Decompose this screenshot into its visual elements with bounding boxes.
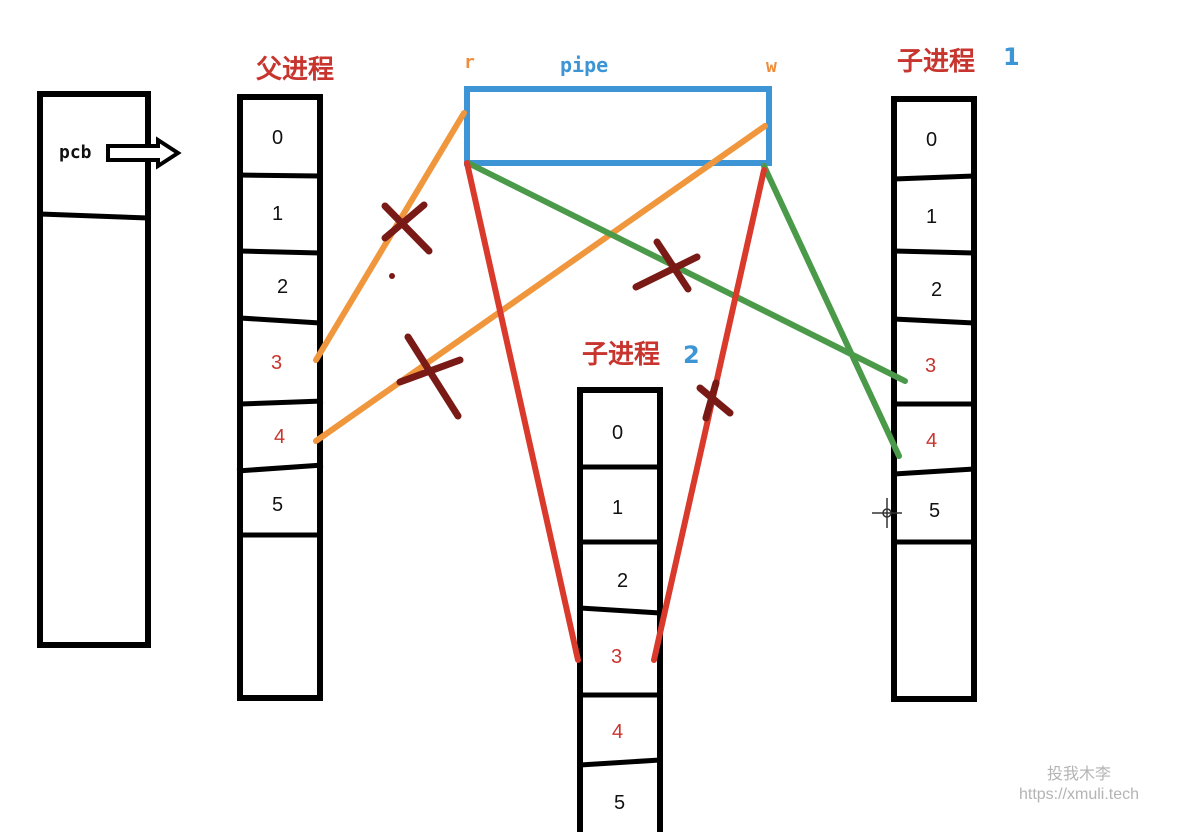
child2-fd-table: [577, 387, 663, 832]
cross-mark-child1-read: [632, 238, 701, 293]
child1-read-link: [465, 160, 908, 384]
child2-read-link: [464, 160, 581, 663]
parent-fd-0: 0: [272, 127, 284, 149]
child2-fd-5: 5: [614, 792, 626, 814]
parent-fd-5: 5: [272, 494, 284, 516]
cross-mark-parent-write: [396, 333, 464, 420]
parent-fd-2: 2: [277, 276, 289, 298]
child2-fd-4: 4: [612, 721, 624, 743]
child1-fd-0: 0: [926, 129, 938, 151]
child2-title: 子进程: [582, 340, 661, 370]
ink-dot: [389, 273, 395, 279]
pcb-label: pcb: [59, 142, 92, 163]
child1-fd-4: 4: [926, 430, 938, 452]
pcb-arrow-icon: [106, 136, 182, 170]
watermark-line2: https://xmuli.tech: [1018, 786, 1140, 803]
child2-fd-0: 0: [612, 422, 624, 444]
pipe-read-end-label: r: [464, 52, 475, 73]
watermark-line1: 投我木李: [1046, 766, 1111, 783]
parent-write-link: [313, 123, 768, 444]
cross-mark-child2-write: [696, 379, 734, 422]
child1-write-link: [761, 163, 902, 459]
pipe-write-end-label: w: [766, 56, 777, 77]
parent-fd-3: 3: [271, 352, 283, 374]
child2-number: 2: [683, 341, 700, 369]
parent-fd-1: 1: [272, 203, 284, 225]
pipe-box: [464, 86, 772, 166]
child1-fd-3: 3: [925, 355, 937, 377]
parent-fd-4: 4: [274, 426, 286, 448]
child1-number: 1: [1003, 43, 1020, 71]
watermark: 投我木李 https://xmuli.tech: [1005, 765, 1153, 805]
child1-fd-table: [891, 96, 977, 702]
parent-fd-table: [236, 94, 324, 701]
child2-fd-1: 1: [612, 497, 624, 519]
cross-mark-parent-read: [381, 201, 433, 255]
pcb-box: [37, 91, 151, 648]
pcb-divider: [39, 211, 149, 221]
child1-fd-1: 1: [926, 206, 938, 228]
child2-fd-3: 3: [611, 646, 623, 668]
child1-fd-2: 2: [931, 279, 943, 301]
child2-fd-2: 2: [617, 570, 629, 592]
child1-fd-5: 5: [929, 500, 941, 522]
parent-title: 父进程: [256, 55, 335, 85]
pipe-label: pipe: [560, 53, 609, 77]
child1-title: 子进程: [897, 47, 976, 77]
crosshair-cursor-icon: [872, 498, 902, 528]
